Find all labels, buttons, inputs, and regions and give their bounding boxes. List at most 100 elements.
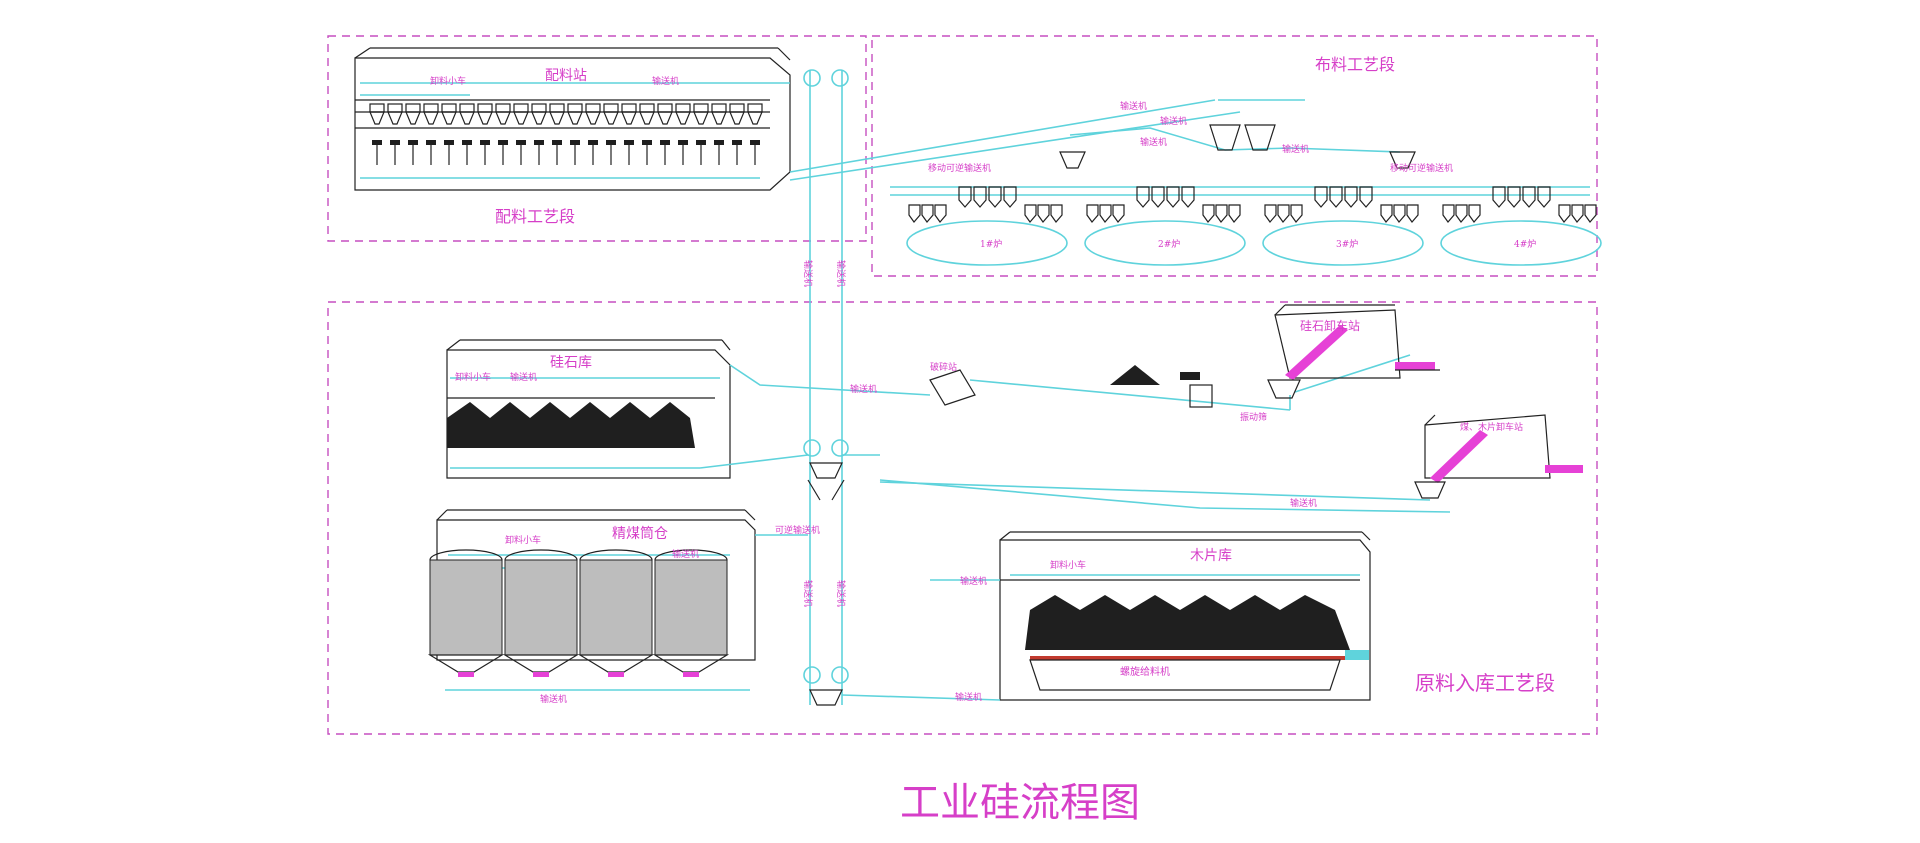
furnace-side-bin: [1584, 204, 1597, 223]
wood-lower-conveyor-label: 输送机: [955, 691, 982, 703]
batching-hopper-cone: [405, 111, 421, 125]
batching-feeder: [444, 140, 454, 145]
batching-feeder: [732, 140, 742, 145]
batching-hopper: [549, 103, 565, 113]
coal-wood-unload-station: [879, 414, 1583, 501]
distribution-conveyor-label-2: 输送机: [1160, 115, 1187, 127]
furnace-side-bin: [1264, 204, 1277, 223]
furnace-side-bin: [1050, 204, 1063, 223]
batching-hopper-cone: [675, 111, 691, 125]
batching-feeder: [372, 140, 382, 145]
vertical-conveyor-label-2: 输送机: [835, 260, 847, 287]
furnace-side-bin: [1380, 204, 1393, 223]
batching-hopper-cone: [729, 111, 745, 125]
silica-main-conveyor-label: 输送机: [850, 383, 877, 395]
batching-feeder: [390, 140, 400, 145]
batching-feeder: [498, 140, 508, 145]
vertical-conveyor-label-3: 输送机: [802, 580, 814, 607]
furnace-bin: [1136, 186, 1150, 208]
batching-conveyor-label: 输送机: [652, 75, 679, 87]
batching-hopper-cone: [369, 111, 385, 125]
batching-hopper-cone: [549, 111, 565, 125]
silo-cone: [502, 654, 580, 673]
furnace-side-bin: [1277, 204, 1290, 223]
silo-body: [654, 559, 728, 656]
batching-hopper-cone: [495, 111, 511, 125]
furnace-bin: [1344, 186, 1358, 208]
silica-branch-conveyors: [699, 354, 1451, 513]
batching-hopper: [369, 103, 385, 113]
raw-storage-section-label: 原料入库工艺段: [1415, 671, 1555, 695]
batching-feeder: [624, 140, 634, 145]
batching-section-boundary: [327, 35, 867, 242]
furnace-side-bin: [1086, 204, 1099, 223]
furnace-bin: [958, 186, 972, 208]
batching-hopper: [513, 103, 529, 113]
batching-hopper-cone: [711, 111, 727, 125]
batching-feeder: [534, 140, 544, 145]
furnace-side-bin: [1202, 204, 1215, 223]
batching-feeder: [588, 140, 598, 145]
batching-hopper: [531, 103, 547, 113]
batching-feeder: [426, 140, 436, 145]
furnace-bin: [1359, 186, 1373, 208]
batching-section-label: 配料工艺段: [495, 207, 575, 226]
batching-hopper: [567, 103, 583, 113]
silica-unload-cart-label: 卸料小车: [455, 371, 491, 383]
vertical-conveyor-trunk: [803, 69, 849, 706]
furnace-label: 1#炉: [980, 238, 1002, 250]
batching-hopper: [729, 103, 745, 113]
silo-feeder: [608, 672, 624, 677]
spiral-feeder-label: 螺旋给料机: [1120, 665, 1170, 678]
furnace-side-bin: [921, 204, 934, 223]
batching-hopper: [657, 103, 673, 113]
screen-label: 振动筛: [1240, 411, 1267, 423]
silo-feeder: [683, 672, 699, 677]
batching-feeder: [480, 140, 490, 145]
furnace-side-bin: [1024, 204, 1037, 223]
furnace-side-bin: [1099, 204, 1112, 223]
batching-feeder: [552, 140, 562, 145]
batching-hopper-cone: [657, 111, 673, 125]
distribution-section-boundary: [871, 35, 1598, 277]
batching-hopper: [441, 103, 457, 113]
furnace-label: 4#炉: [1514, 238, 1536, 250]
silo-cone: [427, 654, 505, 673]
batching-hopper-cone: [477, 111, 493, 125]
coal-unload-cart-label: 卸料小车: [505, 534, 541, 546]
batching-hopper-cone: [513, 111, 529, 125]
furnace-side-bin: [908, 204, 921, 223]
batching-hopper-cone: [459, 111, 475, 125]
furnace-bin: [1537, 186, 1551, 208]
furnace-side-bin: [934, 204, 947, 223]
coal-lower-conveyor-label: 输送机: [540, 693, 567, 705]
furnace-side-bin: [1406, 204, 1419, 223]
silo-body: [579, 559, 653, 656]
batching-hopper: [639, 103, 655, 113]
batching-feeder: [714, 140, 724, 145]
batching-feeder: [462, 140, 472, 145]
furnace-side-bin: [1468, 204, 1481, 223]
batching-hopper-cone: [423, 111, 439, 125]
batching-hopper: [387, 103, 403, 113]
furnace-side-bin: [1215, 204, 1228, 223]
coal-wood-unload-label: 煤、木片卸车站: [1460, 421, 1523, 433]
batching-feeder: [678, 140, 688, 145]
reversible-conveyor-label: 可逆输送机: [775, 524, 820, 536]
batching-hopper-cone: [639, 111, 655, 125]
silica-unload-station: [1267, 304, 1440, 399]
furnace-bin: [973, 186, 987, 208]
batching-feeder: [408, 140, 418, 145]
batching-hopper: [585, 103, 601, 113]
silica-store-label: 硅石库: [550, 355, 592, 371]
batching-hopper: [495, 103, 511, 113]
coal-silo-label: 精煤筒仓: [612, 525, 668, 542]
furnace-side-bin: [1393, 204, 1406, 223]
furnace-side-bin: [1290, 204, 1303, 223]
wood-unload-cart-label: 卸料小车: [1050, 559, 1086, 571]
furnace-bin: [1329, 186, 1343, 208]
batching-unload-cart-label: 卸料小车: [430, 75, 466, 87]
silo-cone: [652, 654, 730, 673]
batching-hopper: [603, 103, 619, 113]
